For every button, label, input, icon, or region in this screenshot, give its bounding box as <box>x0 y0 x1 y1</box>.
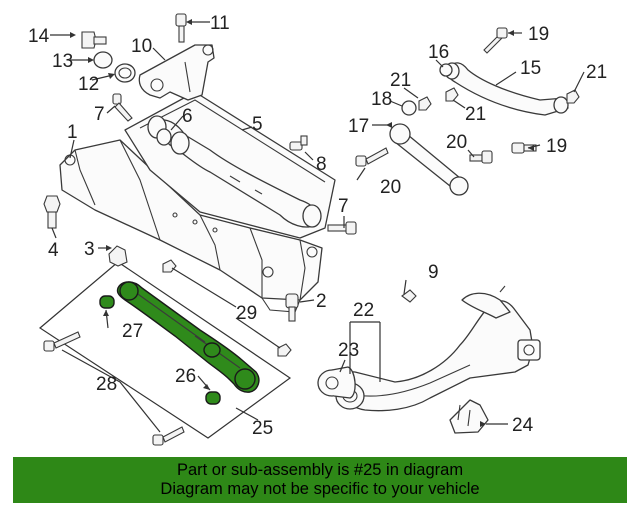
callout-21-right: 21 <box>586 62 607 83</box>
callout-labels: 14 13 12 11 10 7 6 5 1 8 7 4 3 2 29 27 2… <box>28 13 607 439</box>
lower-control-arm-part-25-highlighted <box>116 281 260 393</box>
callout-7-top: 7 <box>94 104 105 125</box>
callout-20-left: 20 <box>380 177 401 198</box>
callout-21-left: 21 <box>390 70 411 91</box>
callout-26: 26 <box>175 366 196 387</box>
bracket-part-24 <box>449 399 489 434</box>
lateral-link-part-17 <box>389 123 469 196</box>
callout-6: 6 <box>182 106 193 127</box>
bushing-part-26 <box>205 391 221 405</box>
part-25-group-frame <box>38 261 292 439</box>
callout-5: 5 <box>252 114 263 135</box>
callout-20-right: 20 <box>446 132 467 153</box>
callout-1: 1 <box>67 122 78 143</box>
callout-14: 14 <box>28 26 50 47</box>
callout-22: 22 <box>353 300 374 321</box>
info-banner: Part or sub-assembly is #25 in diagram D… <box>13 457 627 503</box>
callout-21-mid: 21 <box>465 104 486 125</box>
banner-line-2: Diagram may not be specific to your vehi… <box>160 480 480 498</box>
callout-16: 16 <box>428 42 449 63</box>
callout-13: 13 <box>52 51 73 72</box>
callout-12: 12 <box>78 74 99 95</box>
callout-10: 10 <box>131 36 152 57</box>
fasteners <box>43 13 580 446</box>
subframe-part-5 <box>124 91 336 239</box>
callout-29: 29 <box>236 303 257 324</box>
callout-27: 27 <box>122 321 143 342</box>
callout-23: 23 <box>338 340 359 361</box>
callout-17: 17 <box>348 116 369 137</box>
callout-19-right: 19 <box>546 136 567 157</box>
callout-24: 24 <box>512 415 534 436</box>
bushing-part-27 <box>99 295 115 309</box>
callout-9: 9 <box>428 262 439 283</box>
parts-diagram: 14 13 12 11 10 7 6 5 1 8 7 4 3 2 29 27 2… <box>28 13 607 446</box>
callout-3: 3 <box>84 239 95 260</box>
callout-15: 15 <box>520 58 541 79</box>
callout-25: 25 <box>252 418 273 439</box>
callout-18: 18 <box>371 89 392 110</box>
bracket-part-10 <box>138 44 215 101</box>
callout-7-right: 7 <box>338 196 349 217</box>
callout-2: 2 <box>316 291 327 312</box>
callout-19-top: 19 <box>528 24 549 45</box>
callout-28: 28 <box>96 374 117 395</box>
bushing-part-23 <box>317 366 356 399</box>
callout-11: 11 <box>210 13 230 34</box>
callout-4: 4 <box>48 240 59 261</box>
callout-8: 8 <box>316 154 327 175</box>
banner-line-1: Part or sub-assembly is #25 in diagram <box>176 461 464 479</box>
callout-arrowheads <box>70 19 534 427</box>
